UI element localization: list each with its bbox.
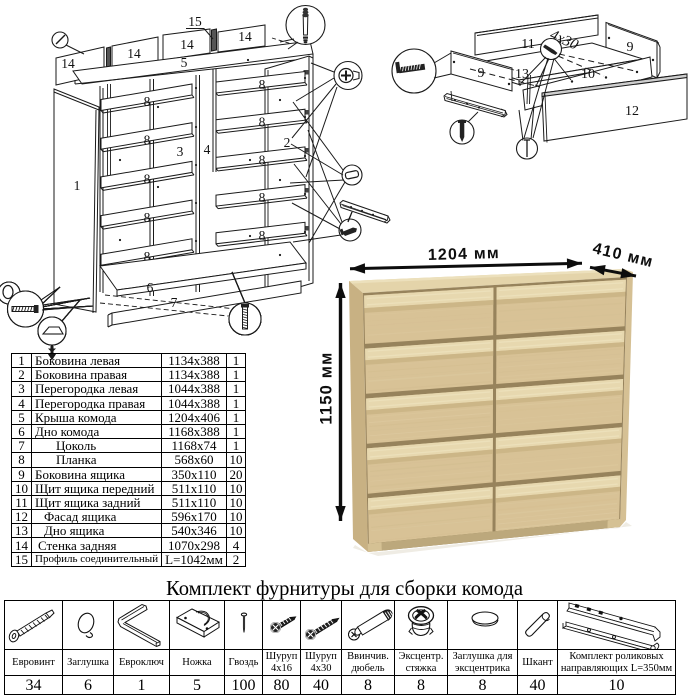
svg-text:14: 14 — [238, 29, 252, 44]
svg-text:1204 мм: 1204 мм — [428, 245, 501, 264]
svg-text:6: 6 — [147, 280, 154, 295]
svg-text:4: 4 — [204, 142, 211, 157]
svg-text:11: 11 — [521, 37, 534, 52]
svg-text:13: 13 — [515, 67, 529, 82]
svg-text:8: 8 — [144, 171, 151, 186]
svg-text:8: 8 — [259, 228, 266, 243]
svg-text:12: 12 — [625, 104, 639, 119]
svg-text:8: 8 — [259, 77, 266, 92]
svg-text:8: 8 — [144, 210, 151, 225]
svg-text:8: 8 — [259, 152, 266, 167]
svg-text:14: 14 — [180, 37, 194, 52]
svg-text:8: 8 — [259, 190, 266, 205]
svg-text:5: 5 — [181, 55, 188, 70]
svg-text:8: 8 — [144, 94, 151, 109]
svg-text:10: 10 — [581, 67, 595, 82]
svg-text:3: 3 — [177, 144, 184, 159]
svg-text:1150 мм: 1150 мм — [318, 351, 336, 424]
svg-text:14: 14 — [127, 46, 141, 61]
svg-text:8: 8 — [259, 115, 266, 130]
svg-text:15: 15 — [188, 14, 202, 29]
svg-text:9: 9 — [627, 40, 634, 55]
svg-text:1: 1 — [74, 178, 81, 193]
svg-text:9: 9 — [478, 66, 485, 81]
svg-text:8: 8 — [144, 249, 151, 264]
svg-text:14: 14 — [61, 56, 75, 71]
svg-text:2: 2 — [284, 135, 291, 150]
svg-text:8: 8 — [144, 133, 151, 148]
svg-text:7: 7 — [171, 295, 178, 310]
